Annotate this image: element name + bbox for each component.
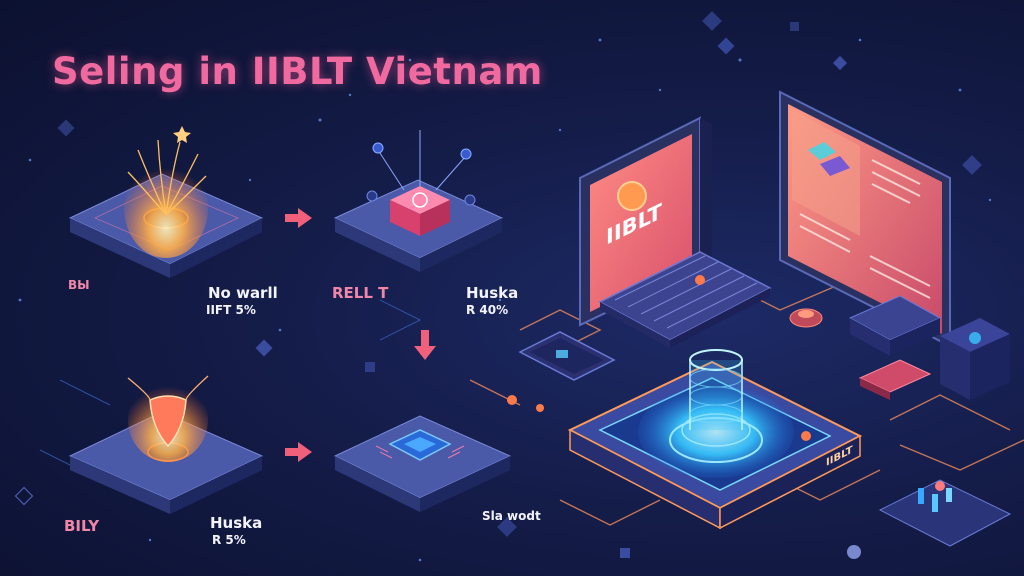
step3-title: Huska: [466, 284, 519, 302]
glowing-base: [567, 360, 863, 530]
arrow-down-icon: [414, 330, 436, 360]
pink-cube-icon: [366, 130, 476, 236]
monitor-right: [779, 90, 951, 348]
red-module: [858, 359, 932, 400]
page-title: Seling in IIBLT Vietnam: [52, 50, 543, 93]
speaker-dome: [789, 308, 823, 328]
step1-title: No warll: [208, 284, 278, 302]
step4-left-label: BILY: [64, 517, 100, 535]
step4-subtitle: R 5%: [212, 533, 246, 547]
arrow-right-icon: [285, 208, 312, 228]
step1-subtitle: IIFT 5%: [206, 303, 256, 317]
step3-subtitle: R 40%: [466, 303, 509, 317]
step2-title: RELL T: [332, 284, 389, 302]
step1-left-label: ВЫ: [68, 278, 90, 292]
step4-title: Huska: [210, 514, 263, 532]
router-device: [848, 295, 942, 356]
server-box: [940, 318, 1010, 400]
shield-flame-icon: [127, 375, 209, 462]
floating-particles: [18, 38, 992, 562]
chip-icon: [375, 429, 465, 461]
step5-title: Sla wodt: [482, 509, 541, 523]
orange-nodes: [507, 275, 861, 559]
lab-station: [878, 479, 1012, 547]
hologram-cylinder-icon: [669, 349, 763, 463]
arrow-right-icon-2: [285, 442, 312, 462]
keyboard: [598, 251, 772, 348]
smartphone: [518, 331, 616, 381]
fire-burst-icon: [124, 126, 208, 258]
